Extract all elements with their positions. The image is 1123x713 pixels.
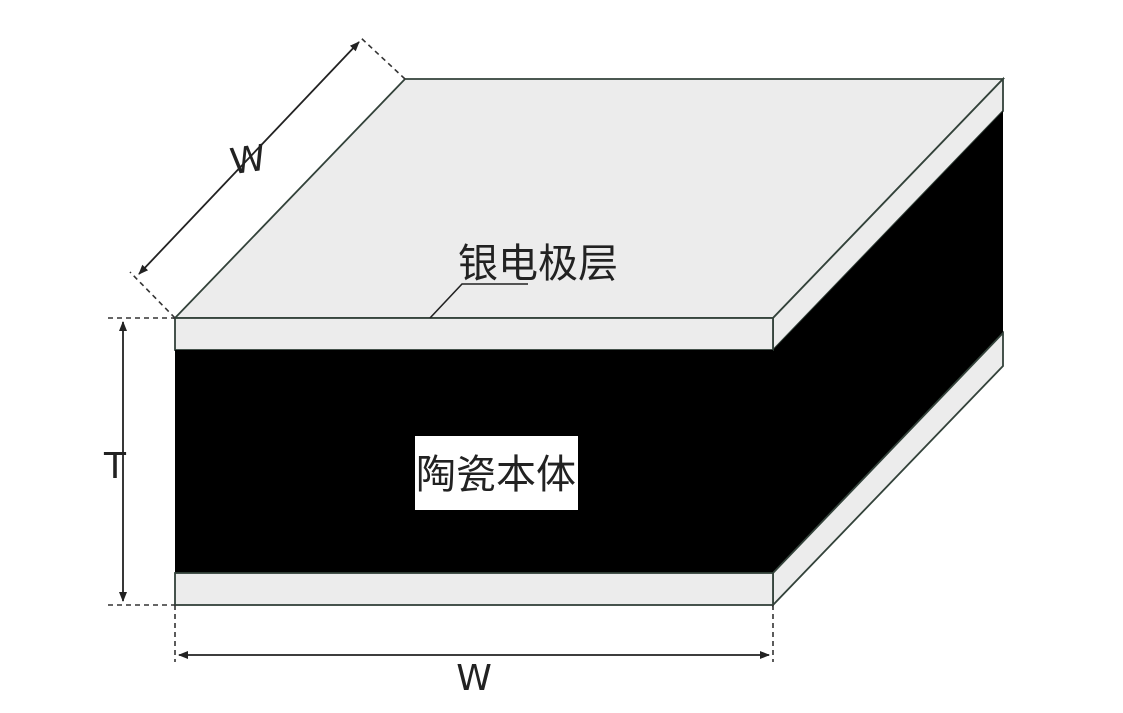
front-top-electrode [174,317,774,351]
thickness-symbol: T [103,446,127,487]
ceramic-body-label: 陶瓷本体 [416,452,576,498]
right-ceramic-face [773,111,1003,573]
depth-width-extension-front [129,271,176,319]
ceramic-label-box [415,436,578,510]
depth-width-symbol: W [228,138,269,184]
front-bottom-electrode [174,572,774,606]
depth-width-dimension-line [138,41,360,275]
depth-width-extension-back [359,36,406,80]
electrode-layer-label: 银电极层 [458,241,618,287]
electrode-leader-line [429,283,528,319]
front-width-symbol: W [456,658,492,699]
